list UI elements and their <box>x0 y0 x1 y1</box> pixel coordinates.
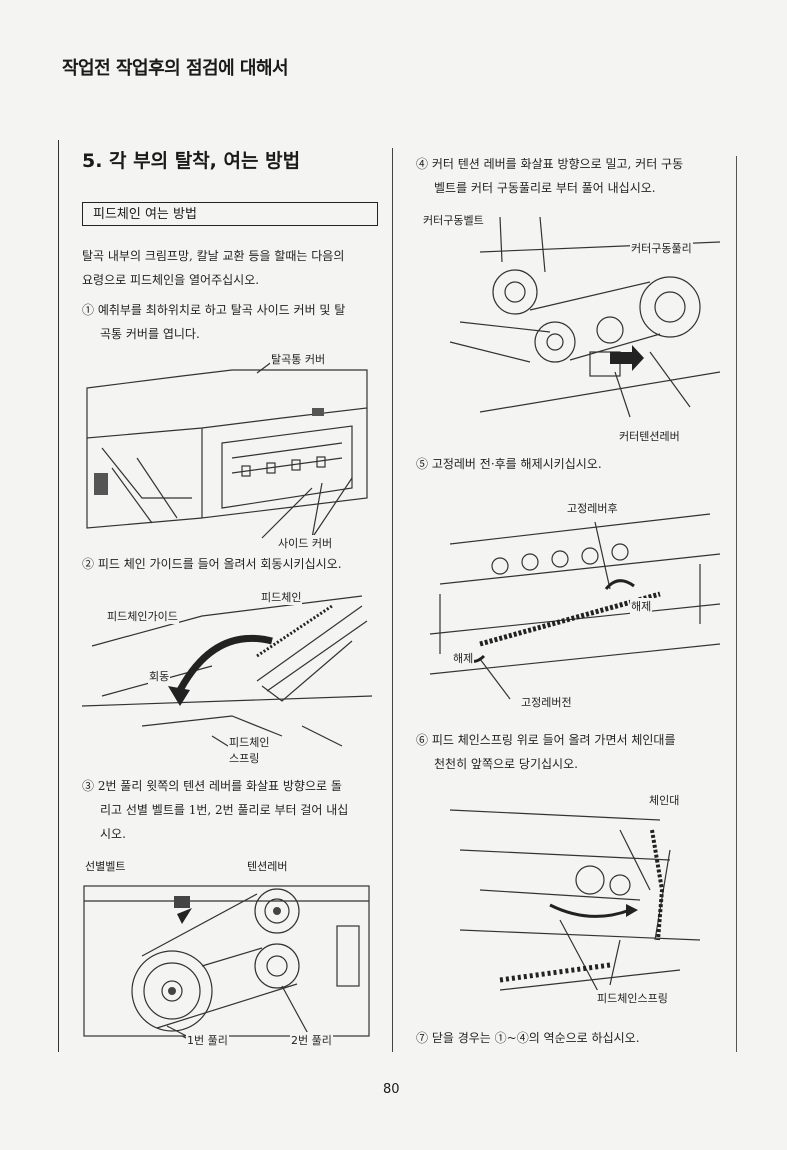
step5-text: ⑤ 고정레버 전·후를 해제시키십시오. <box>416 457 602 471</box>
step7-text: ⑦ 닫을 경우는 ①~④의 역순으로 하십시오. <box>416 1031 640 1045</box>
label-fixing-lever-front: 고정레버전 <box>520 694 573 710</box>
step3-line-2: 리고 선별 벨트를 1번, 2번 풀리로 부터 걸어 내십 <box>100 803 349 817</box>
label-threshing-cover: 탈곡통 커버 <box>270 351 327 367</box>
label-release-2: 해제 <box>452 650 475 666</box>
chain-stand-drawing <box>449 809 701 996</box>
figure-sorting-belt: 선별벨트 텐션레버 1번 풀리 2번 풀리 <box>82 856 372 1048</box>
label-cutter-tension-lever: 커터텐션레버 <box>618 428 681 444</box>
intro-line-1: 탈곡 내부의 크림프망, 칼날 교환 등을 할때는 다음의 <box>82 249 345 263</box>
step3-line-3: 시오. <box>100 827 126 841</box>
step4-line-1: ④ 커터 텐션 레버를 화살표 방향으로 밀고, 커터 구동 <box>416 157 684 171</box>
step3-line-1: ③ 2번 풀리 윗쪽의 텐션 레버를 화살표 방향으로 돌 <box>82 779 342 793</box>
label-chain-stand: 체인대 <box>648 792 681 808</box>
label-feed-chain-guide: 피드체인가이드 <box>106 608 179 624</box>
label-release-1: 해제 <box>630 598 653 614</box>
right-column-rule <box>736 156 737 1052</box>
label-feed-chain: 피드체인 <box>260 589 303 605</box>
subsection-title-box: 피드체인 여는 방법 <box>82 202 378 226</box>
step6-line-2: 천천히 앞쪽으로 당기십시오. <box>434 757 578 771</box>
step6-line-1: ⑥ 피드 체인스프링 위로 들어 올려 가면서 체인대를 <box>416 733 676 747</box>
left-column-rule <box>58 140 59 1052</box>
label-sorting-belt: 선별벨트 <box>84 858 127 874</box>
step4-line-2: 벨트를 커터 구동풀리로 부터 풀어 내십시오. <box>434 181 656 195</box>
label-side-cover: 사이드 커버 <box>277 535 334 551</box>
label-pulley-2: 2번 풀리 <box>290 1032 333 1048</box>
threshing-cover-drawing <box>86 357 368 539</box>
intro-line-2: 요령으로 피드체인을 열어주십시오. <box>82 273 260 287</box>
label-cutter-drive-belt: 커터구동벨트 <box>422 212 485 228</box>
figure-fixing-levers: 고정레버후 해제 해제 고정레버전 <box>420 494 720 718</box>
label-tension-lever: 텐션레버 <box>246 858 289 874</box>
fixing-levers-drawing <box>429 513 720 700</box>
section-title: 5. 각 부의 탈착, 여는 방법 <box>82 150 301 172</box>
label-rotate: 회동 <box>148 668 171 684</box>
step2-text: ② 피드 체인 가이드를 들어 올려서 회동시키십시오. <box>82 557 342 571</box>
sorting-belt-drawing <box>83 885 370 1045</box>
label-feed-chain-spring: 피드체인스프링 <box>596 990 669 1006</box>
label-feed-chain-spring-1: 피드체인 <box>228 734 271 750</box>
label-pulley-1: 1번 풀리 <box>186 1032 229 1048</box>
label-fixing-lever-rear: 고정레버후 <box>566 500 619 516</box>
figure-chain-stand: 체인대 피드체인스프링 <box>440 790 720 1012</box>
feed-chain-guide-drawing <box>82 595 372 762</box>
figure-feed-chain-guide: 피드체인 피드체인가이드 회동 피드체인 스프링 <box>82 586 372 766</box>
page-header-title: 작업전 작업후의 점검에 대해서 <box>62 58 289 79</box>
figure-cutter-drive-belt: 커터구동벨트 커터구동풀리 커터텐션레버 <box>420 212 720 444</box>
page-number: 80 <box>383 1082 400 1097</box>
column-divider <box>392 148 393 1052</box>
figure-threshing-covers: 탈곡통 커버 사이드 커버 <box>82 348 372 551</box>
step1-line-1: ① 예취부를 최하위치로 하고 탈곡 사이드 커버 및 탈 <box>82 303 346 317</box>
label-feed-chain-spring-2: 스프링 <box>228 750 261 766</box>
step1-line-2: 곡통 커버를 엽니다. <box>100 327 200 341</box>
label-cutter-drive-pulley: 커터구동풀리 <box>630 240 693 256</box>
